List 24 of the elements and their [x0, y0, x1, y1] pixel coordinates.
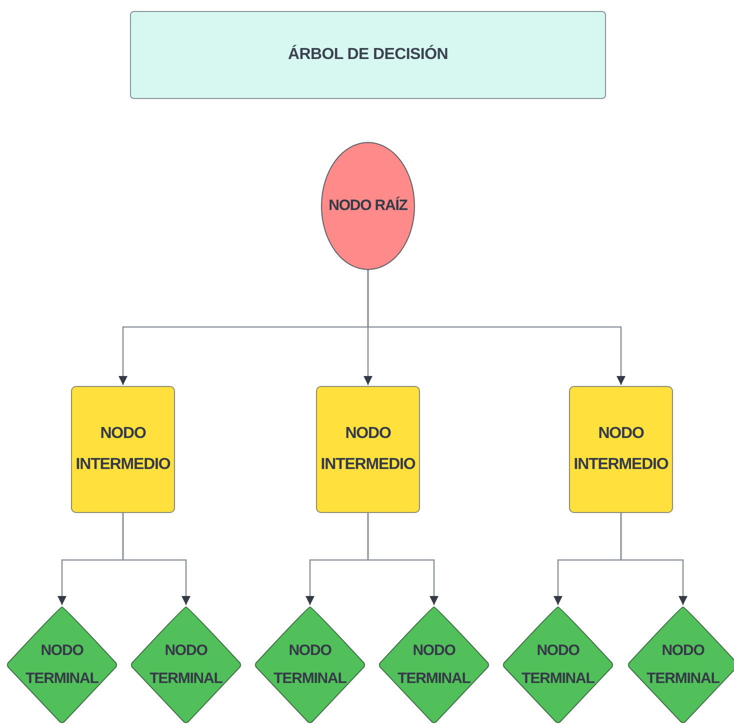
node-label: NODO TERMINAL — [148, 640, 224, 689]
title-banner: ÁRBOL DE DECISIÓN — [130, 11, 606, 99]
node-label: NODO INTERMEDIO — [320, 424, 416, 474]
node-label: NODO TERMINAL — [24, 640, 100, 689]
terminal-diamond — [6, 606, 118, 724]
terminal-diamond — [130, 606, 242, 724]
terminal-diamond — [378, 606, 490, 724]
terminal-diamond — [627, 606, 734, 724]
intermediate-box — [316, 386, 420, 513]
arrow — [620, 513, 688, 605]
node-label: NODO INTERMEDIO — [572, 424, 670, 474]
node-label: NODO INTERMEDIO — [74, 424, 172, 474]
arrow — [367, 270, 626, 385]
node-label: NODO TERMINAL — [646, 640, 720, 689]
terminal-diamond — [502, 606, 614, 724]
node-label: NODO RAÍZ — [328, 196, 408, 216]
arrow — [122, 513, 190, 605]
intermediate-box — [569, 386, 673, 513]
arrow — [367, 513, 438, 605]
node-label: NODO TERMINAL — [520, 640, 596, 689]
node-label: NODO TERMINAL — [396, 640, 472, 689]
terminal-diamond — [254, 606, 366, 724]
intermediate-box — [71, 386, 175, 513]
node-label: NODO TERMINAL — [272, 640, 348, 689]
